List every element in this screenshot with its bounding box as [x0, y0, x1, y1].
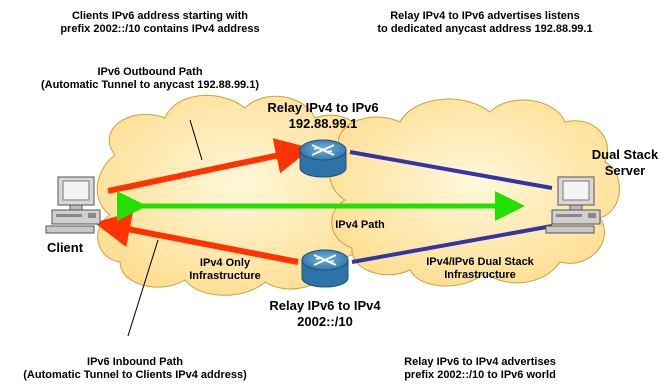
inbound-callout-arrow — [127, 239, 159, 337]
ipv6-outbound-tunnel — [107, 138, 312, 194]
relay-top-label: Relay IPv4 to IPv6 192.88.99.1 — [267, 100, 379, 131]
relay-listens-note: Relay IPv4 to IPv6 advertises listens to… — [377, 10, 593, 35]
ipv4-path-label: IPv4 Path — [335, 219, 385, 231]
router-icon-bottom — [301, 249, 349, 288]
ipv6-inbound-tunnel — [94, 211, 299, 265]
router-icon-top — [299, 139, 347, 178]
computer-icon-client — [45, 176, 101, 234]
outbound-callout-arrow — [189, 119, 203, 161]
outbound-path-note: IPv6 Outbound Path (Automatic Tunnel to … — [40, 66, 260, 91]
ipv6-native-link-top — [349, 150, 553, 190]
relay-bottom-label: Relay IPv6 to IPv4 2002::/10 — [269, 298, 381, 329]
dual-stack-infrastructure-label: IPv4/IPv6 Dual Stack Infrastructure — [426, 256, 534, 281]
inbound-path-note: IPv6 Inbound Path (Automatic Tunnel to C… — [23, 356, 247, 381]
server-label: Dual Stack Server — [591, 147, 659, 178]
ipv4-only-label: IPv4 Only Infrastructure — [189, 257, 261, 282]
computer-icon-server — [545, 176, 601, 234]
ipv6-native-link-bottom — [351, 224, 553, 264]
client-label: Client — [46, 240, 84, 255]
relay-advertises-note: Relay IPv6 to IPv4 advertises prefix 200… — [404, 356, 556, 381]
clients-prefix-note: Clients IPv6 address starting with prefi… — [60, 10, 260, 35]
